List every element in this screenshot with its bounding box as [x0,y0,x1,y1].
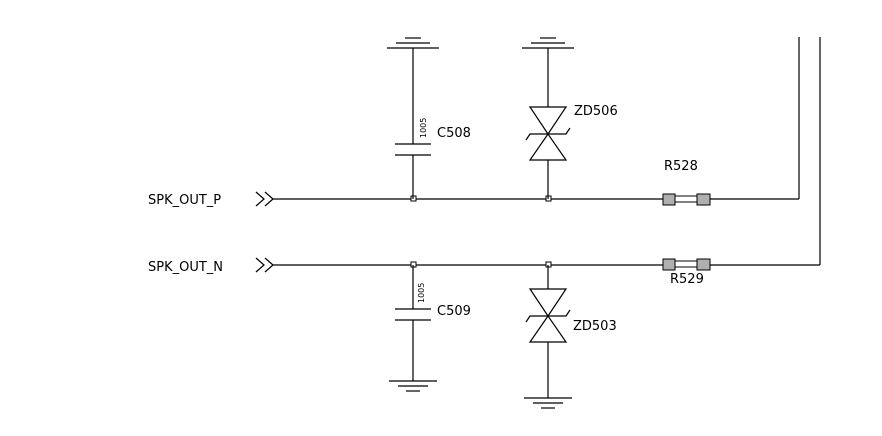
resistor-pad-right-r528 [696,193,711,206]
port-arrow-p-1 [255,191,265,207]
resistor-r529: R529 [662,258,711,287]
ground-symbol-zd503 [524,397,572,409]
ref-label-zd503: ZD503 [573,319,617,334]
zener-triangle-bottom-zd503 [528,314,568,343]
resistor-pad-left-r529 [662,258,676,271]
zener-bar-zd503 [525,309,571,323]
port-arrow-n-2 [264,257,274,273]
resistor-r528: R528 [662,159,711,206]
net-spk-out-n: SPK_OUT_N [148,37,821,275]
net-label-spk-out-p: SPK_OUT_P [148,193,221,208]
zener-triangle-bottom-zd506 [528,132,568,161]
ground-symbol-zd506 [522,37,574,49]
ref-label-c509: C509 [437,304,471,319]
ref-label-c508: C508 [437,126,471,141]
zener-zd503: ZD503 [524,265,617,409]
resistor-pad-right-r529 [696,258,711,271]
capacitor-c509: 1005 C509 [389,265,471,392]
net-label-spk-out-n: SPK_OUT_N [148,260,223,275]
ref-label-zd506: ZD506 [574,104,618,119]
port-arrow-n-1 [255,257,265,273]
ref-label-r529: R529 [670,272,704,287]
zener-bar-zd506 [525,127,571,141]
package-label-c508: 1005 [419,118,428,138]
package-label-c509: 1005 [417,283,426,303]
capacitor-c508: 1005 C508 [387,37,471,199]
ground-symbol-c509 [389,380,437,392]
ground-symbol-c508 [387,37,439,49]
resistor-pad-left-r528 [662,193,676,206]
zener-triangle-top-zd503 [528,288,568,318]
ref-label-r528: R528 [664,159,698,174]
resistor-body-r529 [674,260,698,268]
zener-zd506: ZD506 [522,37,618,199]
net-spk-out-p: SPK_OUT_P [148,37,800,208]
port-arrow-p-2 [264,191,274,207]
zener-triangle-top-zd506 [528,106,568,136]
resistor-body-r528 [674,195,698,203]
